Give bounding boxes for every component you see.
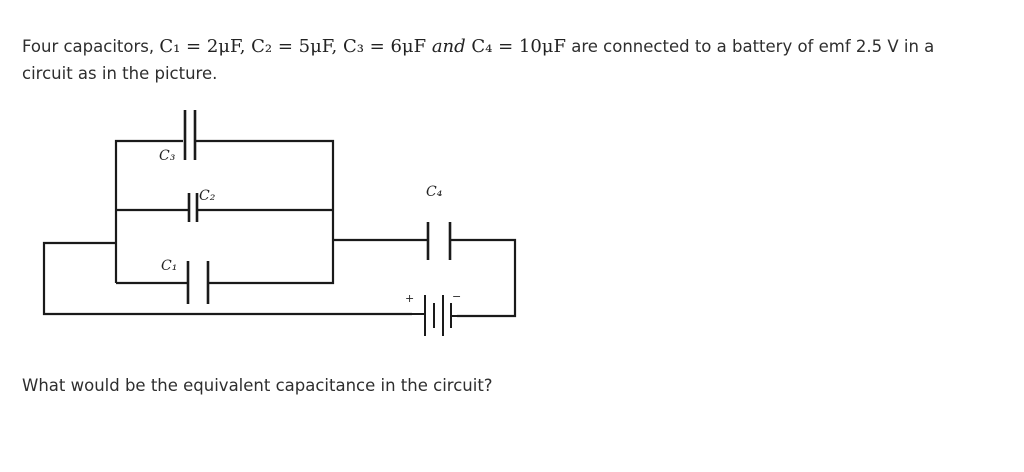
label-c3: C₃ (159, 148, 176, 164)
math-c4: C₄ = 10μF (471, 36, 566, 57)
circuit-wires (42, 139, 517, 318)
battery-plus-sign: + (405, 292, 414, 305)
wire-outer-left (42, 241, 412, 316)
wire-c1-right (208, 210, 335, 285)
label-c4: C₄ (426, 184, 443, 200)
wire-c3-right (196, 139, 335, 210)
problem-text-line-1: Four capacitors, C₁ = 2μF, C₂ = 5μF, C₃ … (22, 36, 934, 57)
math-c1: C₁ = 2μF, (159, 36, 252, 57)
problem-text-line-2: circuit as in the picture. (22, 64, 218, 83)
battery-minus-sign: − (452, 290, 461, 303)
label-c2: C₂ (199, 188, 216, 204)
capacitor-c4 (426, 222, 452, 260)
question-text: What would be the equivalent capacitance… (22, 376, 493, 395)
capacitor-c2 (187, 193, 199, 222)
math-and: and (431, 36, 472, 57)
math-c3: C₃ = 6μF (342, 36, 432, 57)
label-c1: C₁ (161, 258, 177, 274)
capacitor-c3 (183, 110, 197, 160)
problem-after-math: are connected to a battery of emf 2.5 V … (566, 37, 935, 56)
wire-c4-right (450, 238, 517, 318)
math-c2: C₂ = 5μF, (251, 36, 343, 57)
capacitor-c1 (186, 261, 210, 304)
battery-symbol (412, 295, 458, 336)
wire-c3-left (114, 139, 183, 210)
problem-intro: Four capacitors, (22, 37, 160, 56)
